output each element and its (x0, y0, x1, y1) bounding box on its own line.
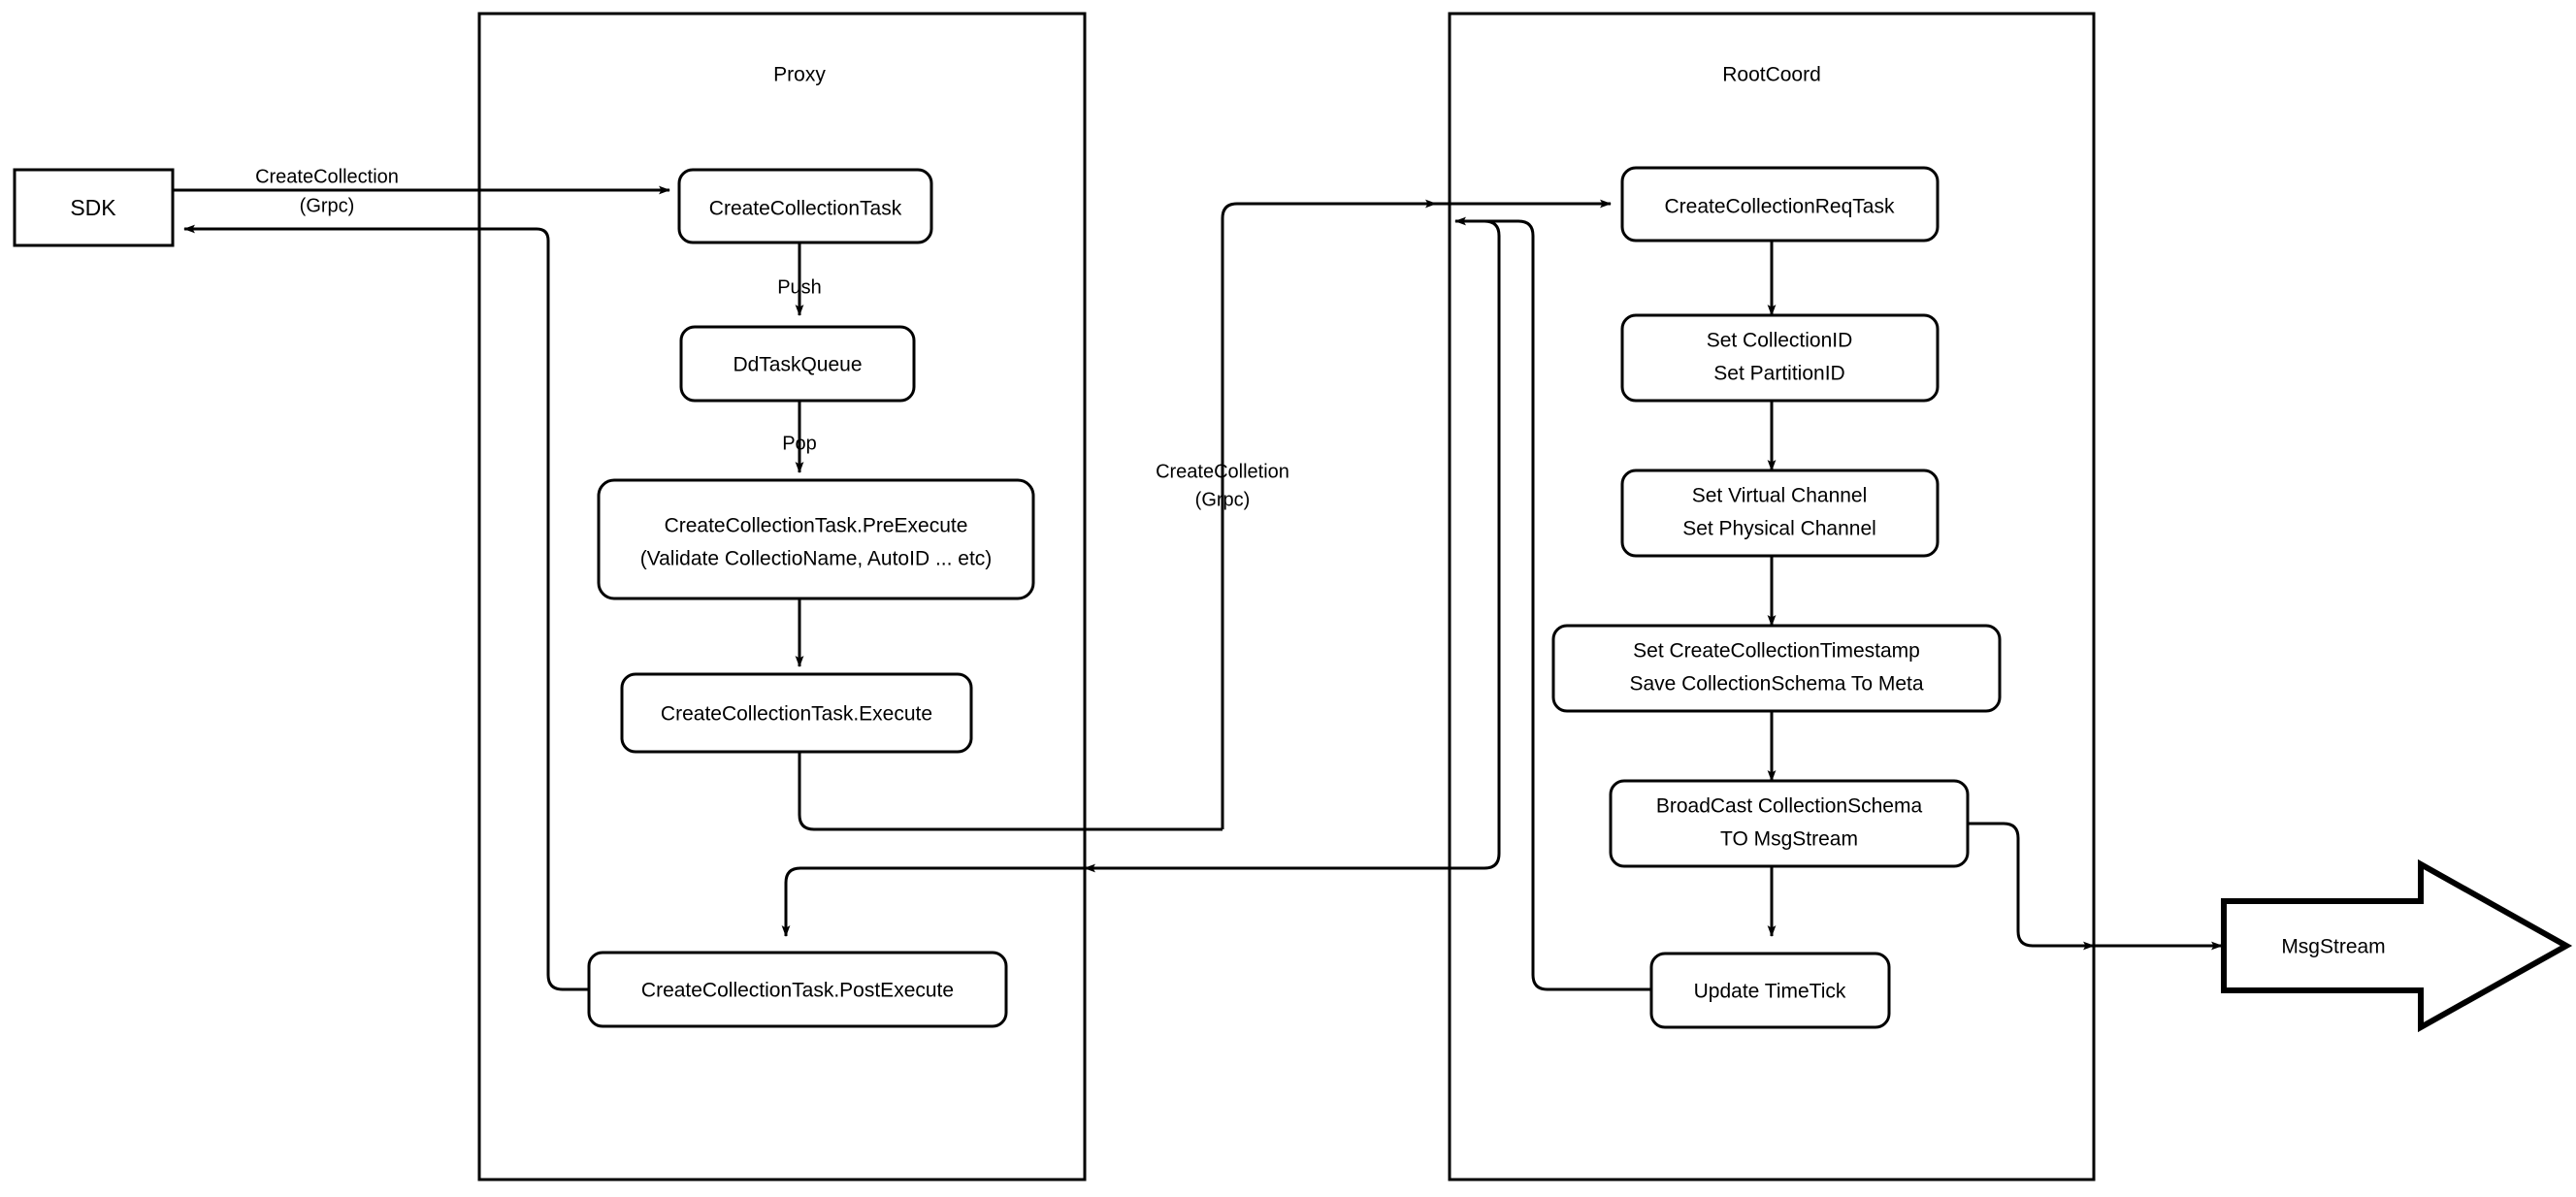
create-collection-task-box[interactable] (677, 168, 933, 244)
create-collection-task-label: CreateCollectionTask (709, 198, 902, 220)
set-timestamp-label-line2: Save CollectionSchema To Meta (1629, 673, 1923, 696)
node-set-ids[interactable]: Set CollectionID Set PartitionID (1620, 313, 1940, 403)
node-set-timestamp-save-meta[interactable]: Set CreateCollectionTimestamp Save Colle… (1551, 624, 2002, 713)
node-msgstream[interactable]: MsgStream (2221, 858, 2573, 1033)
broadcast-schema-label-line2: TO MsgStream (1720, 828, 1858, 851)
node-post-execute[interactable]: CreateCollectionTask.PostExecute (587, 951, 1008, 1028)
update-timetick-box[interactable] (1649, 952, 1891, 1029)
edge-broadcast-to-msgstream-out (1968, 822, 2095, 951)
execute-label: CreateCollectionTask.Execute (661, 703, 932, 726)
node-dd-task-queue[interactable]: DdTaskQueue (679, 325, 916, 403)
set-channels-box[interactable] (1620, 469, 1940, 558)
edge-label-sdk-to-proxy: CreateCollection (Grpc) (255, 166, 399, 216)
post-execute-box[interactable] (587, 951, 1008, 1028)
node-broadcast-schema[interactable]: BroadCast CollectionSchema TO MsgStream (1609, 779, 1970, 868)
set-timestamp-save-meta-box[interactable] (1551, 624, 2002, 713)
edge-grpc-request-riser (1221, 199, 1437, 829)
sdk-label: SDK (70, 195, 116, 220)
broadcast-schema-label-line1: BroadCast CollectionSchema (1656, 795, 1923, 818)
set-ids-label-line1: Set CollectionID (1707, 330, 1853, 352)
node-update-timetick[interactable]: Update TimeTick (1649, 952, 1891, 1029)
push-label: Push (777, 276, 822, 298)
proxy-title: Proxy (773, 64, 826, 86)
set-timestamp-label-line1: Set CreateCollectionTimestamp (1633, 640, 1920, 663)
update-timetick-label: Update TimeTick (1694, 981, 1846, 1003)
post-execute-label: CreateCollectionTask.PostExecute (641, 980, 954, 1002)
rootcoord-title: RootCoord (1722, 64, 1821, 86)
node-sdk[interactable]: SDK (13, 168, 175, 247)
set-channels-label-line2: Set Physical Channel (1682, 518, 1876, 540)
grpc-label-line2: (Grpc) (1195, 489, 1251, 510)
set-ids-box[interactable] (1620, 313, 1940, 403)
node-pre-execute[interactable]: CreateCollectionTask.PreExecute (Validat… (597, 478, 1035, 600)
edge-execute-to-grpc-out (798, 752, 1208, 831)
edge-label-proxy-to-rootcoord: CreateColletion (Grpc) (1156, 461, 1289, 510)
sdk-box[interactable] (13, 168, 175, 247)
sdk-grpc-label-line2: (Grpc) (300, 195, 355, 216)
broadcast-schema-box[interactable] (1609, 779, 1970, 868)
create-collection-req-task-label: CreateCollectionReqTask (1665, 196, 1895, 218)
node-create-collection-req-task[interactable]: CreateCollectionReqTask (1620, 166, 1940, 243)
pre-execute-label-line2: (Validate CollectioName, AutoID ... etc) (640, 548, 993, 570)
edge-response-to-post-execute (781, 866, 1085, 937)
pre-execute-label-line1: CreateCollectionTask.PreExecute (665, 515, 968, 537)
node-set-channels[interactable]: Set Virtual Channel Set Physical Channel (1620, 469, 1940, 558)
sdk-grpc-label-line1: CreateCollection (255, 166, 399, 187)
pop-label: Pop (782, 433, 817, 454)
create-collection-req-task-box[interactable] (1620, 166, 1940, 243)
edge-timetick-to-response (1454, 216, 1651, 991)
set-channels-label-line1: Set Virtual Channel (1692, 485, 1868, 507)
pre-execute-box[interactable] (597, 478, 1035, 600)
grpc-label-line1: CreateColletion (1156, 461, 1289, 482)
node-create-collection-task[interactable]: CreateCollectionTask (677, 168, 933, 244)
dd-task-queue-label: DdTaskQueue (733, 354, 862, 376)
node-execute[interactable]: CreateCollectionTask.Execute (620, 672, 973, 754)
set-ids-label-line2: Set PartitionID (1713, 363, 1844, 385)
msgstream-label: MsgStream (2281, 936, 2385, 958)
dd-task-queue-box[interactable] (679, 325, 916, 403)
msgstream-arrow-shape[interactable] (2221, 858, 2573, 1033)
edge-post-execute-to-sdk (183, 224, 589, 991)
execute-box[interactable] (620, 672, 973, 754)
